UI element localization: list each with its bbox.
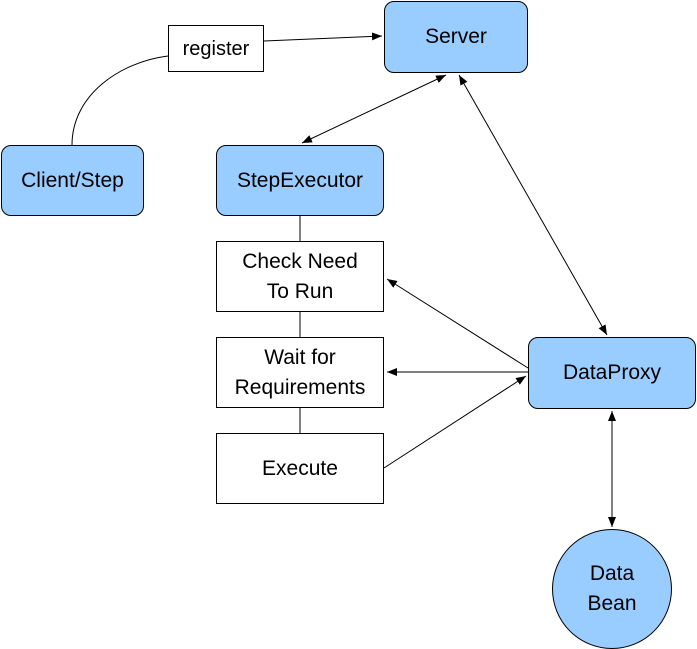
execute-to-proxy-arrow <box>383 375 527 469</box>
register-to-server-arrow <box>263 32 383 42</box>
wait-for-requirements-node: Wait for Requirements <box>216 337 384 408</box>
server-proxy-arrow <box>458 74 608 336</box>
register-label: register <box>168 25 264 72</box>
server-executor-arrow <box>301 74 447 144</box>
client-to-register-line <box>71 55 169 146</box>
check-need-to-run-node: Check Need To Run <box>216 241 384 312</box>
execute-node: Execute <box>216 433 384 504</box>
data-proxy-node: DataProxy <box>528 337 696 409</box>
client-step-node: Client/Step <box>1 145 144 216</box>
proxy-to-check-arrow <box>386 278 529 369</box>
data-bean-node: Data Bean <box>552 529 672 649</box>
server-node: Server <box>384 1 528 73</box>
step-executor-node: StepExecutor <box>216 145 384 216</box>
